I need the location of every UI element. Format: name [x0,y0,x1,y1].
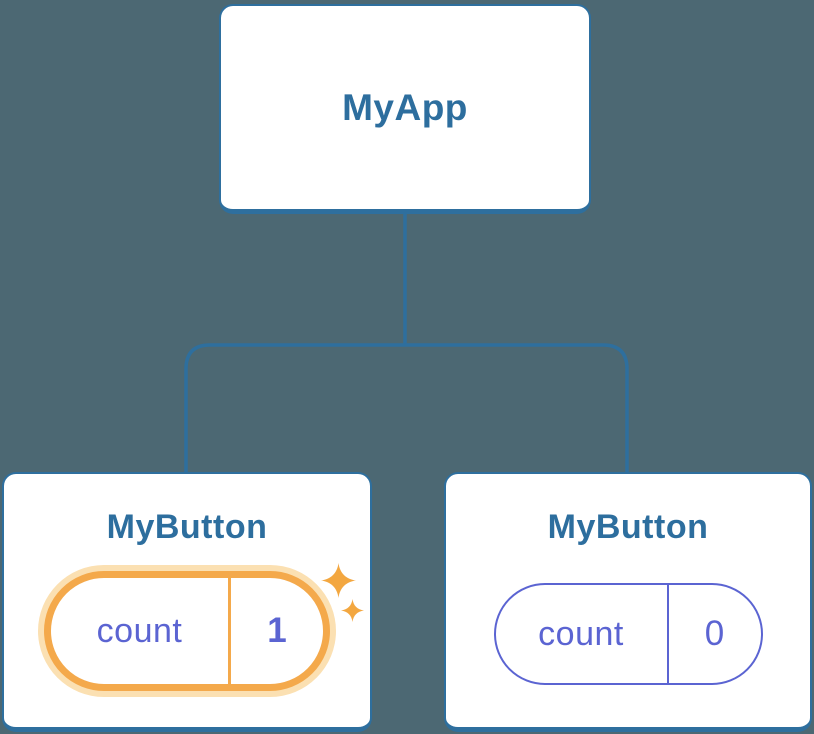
state-key-label: count [96,611,183,650]
mybutton-node-label: MyButton [547,508,709,546]
myapp-node-label: MyApp [342,86,468,128]
state-value: 0 [704,614,725,653]
state-pill-default: count 0 [493,583,763,685]
mybutton-node-label: MyButton [106,508,268,546]
state-pill-divider [228,578,231,684]
sparkle-icon [321,563,356,598]
sparkle-icon [341,599,364,622]
state-key-label: count [538,614,624,653]
state-pill-divider [666,585,669,683]
state-value: 1 [267,611,287,650]
mybutton-node-default: MyButton count 0 [444,472,812,732]
myapp-node: MyApp [219,4,591,214]
mybutton-node-highlighted: MyButton count 1 [2,472,372,732]
state-pill-highlighted: count 1 [44,571,330,691]
